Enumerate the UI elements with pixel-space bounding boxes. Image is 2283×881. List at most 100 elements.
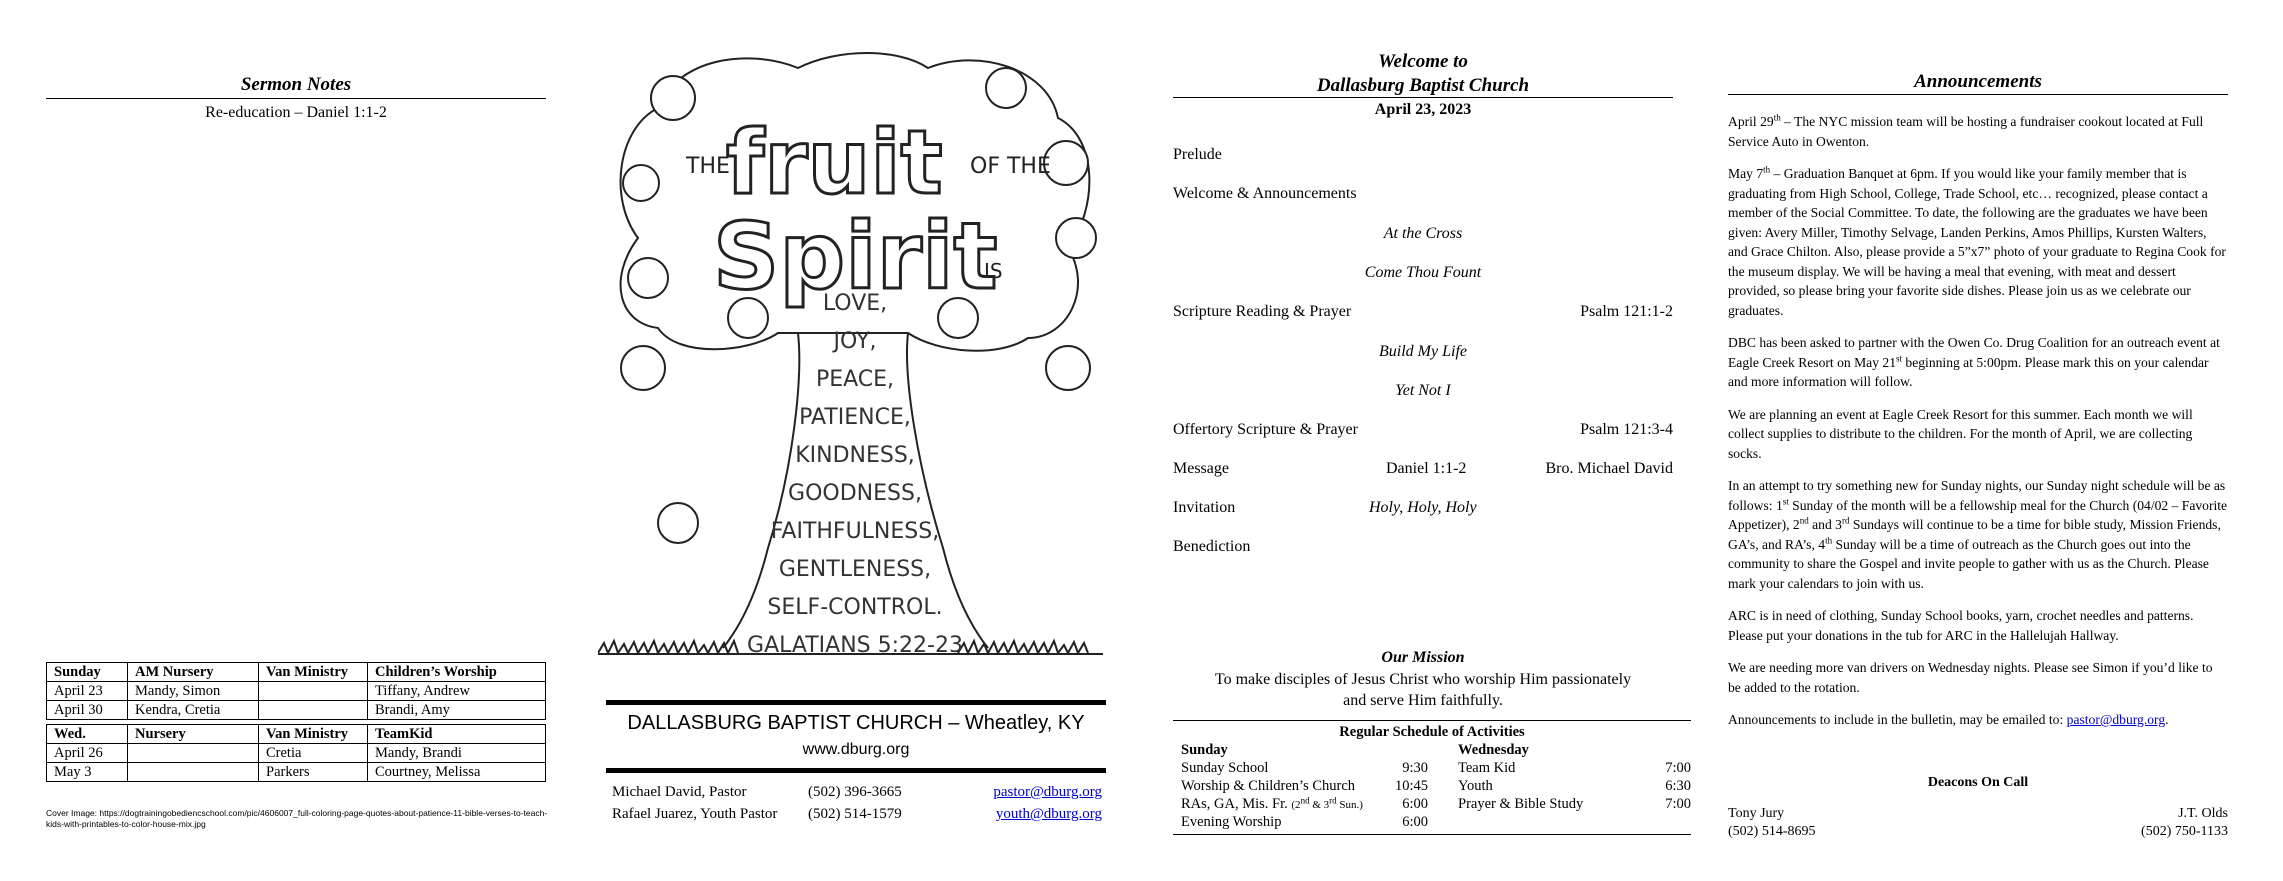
table-cell: April 30 [46, 700, 128, 720]
note-sup: nd [1300, 795, 1310, 806]
table-cell: Mandy, Brandi [367, 743, 546, 763]
ann-date: April 29 [1728, 114, 1774, 129]
oow-label: Scripture Reading & Prayer [1173, 303, 1352, 320]
staff-email-link[interactable]: youth@dburg.org [995, 806, 1102, 822]
table-header-cell: TeamKid [367, 724, 546, 744]
schedule-row: RAs, GA, Mis. Fr. (2nd & 3rd Sun.) 6:00 … [1173, 796, 1691, 813]
sermon-notes-rule [46, 98, 546, 99]
oow-song: Yet Not I [1395, 382, 1451, 399]
welcome-rule [1173, 97, 1673, 98]
ann-text: DBC has been asked to partner with the O… [1728, 335, 2220, 370]
deacon-name: Tony Jury [1728, 806, 1785, 821]
oow-item: Welcome & Announcements [1173, 185, 1673, 205]
ann-text: – The NYC mission team will be hosting a… [1728, 114, 2204, 149]
cover-virtue-text: LOVE, [823, 291, 887, 316]
announcement-item: Announcements to include in the bulletin… [1728, 710, 2228, 730]
activity-name: Prayer & Bible Study [1458, 796, 1584, 812]
announcement-item: ARC is in need of clothing, Sunday Schoo… [1728, 606, 2228, 645]
staff-row: Michael David, Pastor (502) 396-3665 pas… [612, 784, 1102, 804]
table-header-cell: Children’s Worship [367, 662, 546, 682]
activity-time: 7:00 [1665, 796, 1691, 812]
note-sup: rd [1329, 795, 1337, 806]
schedule-top-rule [1173, 720, 1691, 721]
ann-text: Sunday will be a time of outreach as the… [1728, 536, 2209, 591]
schedule-row: Sunday School 9:30 Team Kid 7:00 [1173, 760, 1691, 777]
announcement-item: April 29th – The NYC mission team will b… [1728, 112, 2228, 151]
staff-email-wrap: youth@dburg.org [996, 806, 1102, 823]
volunteer-schedule-table: Sunday AM Nursery Van Ministry Children’… [46, 662, 546, 782]
activity-time: 10:45 [1394, 778, 1428, 794]
activity-time: 9:30 [1402, 760, 1428, 776]
announcement-item: DBC has been asked to partner with the O… [1728, 333, 2228, 392]
announcement-item: May 7th – Graduation Banquet at 6pm. If … [1728, 164, 2228, 320]
activity-time: 7:00 [1665, 760, 1691, 776]
staff-phone: (502) 514-1579 [808, 806, 902, 822]
ann-sup: rd [1841, 515, 1850, 526]
table-cell: Parkers [258, 762, 368, 782]
activity-name: Sunday School [1181, 760, 1269, 776]
oow-speaker: Bro. Michael David [1545, 460, 1673, 477]
church-name: DALLASBURG BAPTIST CHURCH – Wheatley, KY [627, 712, 1085, 734]
ann-sup: th [1773, 112, 1781, 123]
wednesday-heading: Wednesday [1458, 742, 1529, 758]
cover-virtue-text: JOY, [831, 329, 876, 354]
staff-email-wrap: pastor@dburg.org [993, 784, 1102, 801]
staff-name: Rafael Juarez, Youth Pastor [612, 806, 778, 822]
table-cell: April 23 [46, 681, 128, 701]
table-cell [258, 700, 368, 720]
activity-time: 6:00 [1402, 814, 1428, 830]
table-cell [127, 743, 259, 763]
bulletin-email-link[interactable]: pastor@dburg.org [2066, 712, 2166, 727]
ann-text: Announcements to include in the bulletin… [1728, 712, 2067, 727]
table-cell: Courtney, Melissa [367, 762, 546, 782]
oow-song: Build My Life [1379, 343, 1467, 360]
table-header-cell: Van Ministry [258, 662, 368, 682]
announcement-item: We are needing more van drivers on Wedne… [1728, 658, 2228, 697]
schedule-heading-row: Sunday Wednesday [1173, 742, 1673, 759]
schedule-row: Evening Worship 6:00 [1173, 814, 1673, 831]
ann-text: Sunday of the month will be a fellowship… [1728, 497, 2228, 533]
activity-name: Evening Worship [1181, 814, 1282, 830]
oow-label: Offertory Scripture & Prayer [1173, 421, 1358, 438]
cover-scripture-reference: GALATIANS 5:22-23 [747, 633, 963, 658]
sermon-notes-title: Sermon Notes [240, 74, 352, 95]
cover-virtue-text: PATIENCE, [799, 405, 911, 430]
cover-virtue-text: FAITHFULNESS, [771, 519, 939, 544]
table-cell: Kendra, Cretia [127, 700, 259, 720]
sermon-subtitle: Re-education – Daniel 1:1-2 [205, 104, 387, 121]
cover-virtue-text: GOODNESS, [788, 481, 922, 506]
cover-spirit-text: Spirit [713, 203, 998, 310]
announcements-title: Announcements [1914, 71, 2042, 92]
oow-label: Benediction [1173, 538, 1251, 555]
note-text: (2 [1291, 799, 1301, 811]
activity-name-composite: RAs, GA, Mis. Fr. (2nd & 3rd Sun.) [1181, 796, 1363, 813]
announcement-item: We are planning an event at Eagle Creek … [1728, 405, 2228, 464]
ann-sup: th [1763, 164, 1771, 175]
cover-image-credit: Cover Image: https://dogtrainingobedienc… [46, 808, 548, 829]
table-row: April 30 Kendra, Cretia Brandi, Amy [46, 700, 546, 720]
table-cell: May 3 [46, 762, 128, 782]
activity-name: Team Kid [1458, 760, 1516, 776]
church-website: www.dburg.org [802, 741, 910, 758]
oow-label: Prelude [1173, 146, 1222, 163]
oow-item: Prelude [1173, 146, 1673, 166]
cover-the-text: THE [685, 154, 730, 179]
welcome-line-1: Welcome to [1378, 51, 1468, 72]
cover-is-text: IS [984, 259, 1003, 283]
announcements-list: April 29th – The NYC mission team will b… [1728, 112, 2228, 743]
oow-label: Invitation [1173, 499, 1236, 516]
ann-text: and 3 [1808, 517, 1842, 532]
activity-time: 6:30 [1665, 778, 1691, 794]
oow-item: Offertory Scripture & Prayer Psalm 121:3… [1173, 421, 1673, 441]
cover-fruit-text: fruit [726, 111, 943, 214]
ann-text: . [2165, 712, 2169, 727]
schedule-bottom-rule [1173, 834, 1691, 835]
ann-text: In an attempt to try something new for S… [1728, 478, 2226, 513]
oow-label: Message [1173, 460, 1229, 477]
order-of-worship-panel: Welcome to Dallasburg Baptist Church Apr… [1173, 0, 1691, 881]
mission-line-1: To make disciples of Jesus Christ who wo… [1214, 671, 1632, 688]
table-header-cell: AM Nursery [127, 662, 259, 682]
staff-email-link[interactable]: pastor@dburg.org [993, 784, 1102, 800]
table-row: May 3 Parkers Courtney, Melissa [46, 762, 546, 782]
table-cell: Brandi, Amy [367, 700, 546, 720]
